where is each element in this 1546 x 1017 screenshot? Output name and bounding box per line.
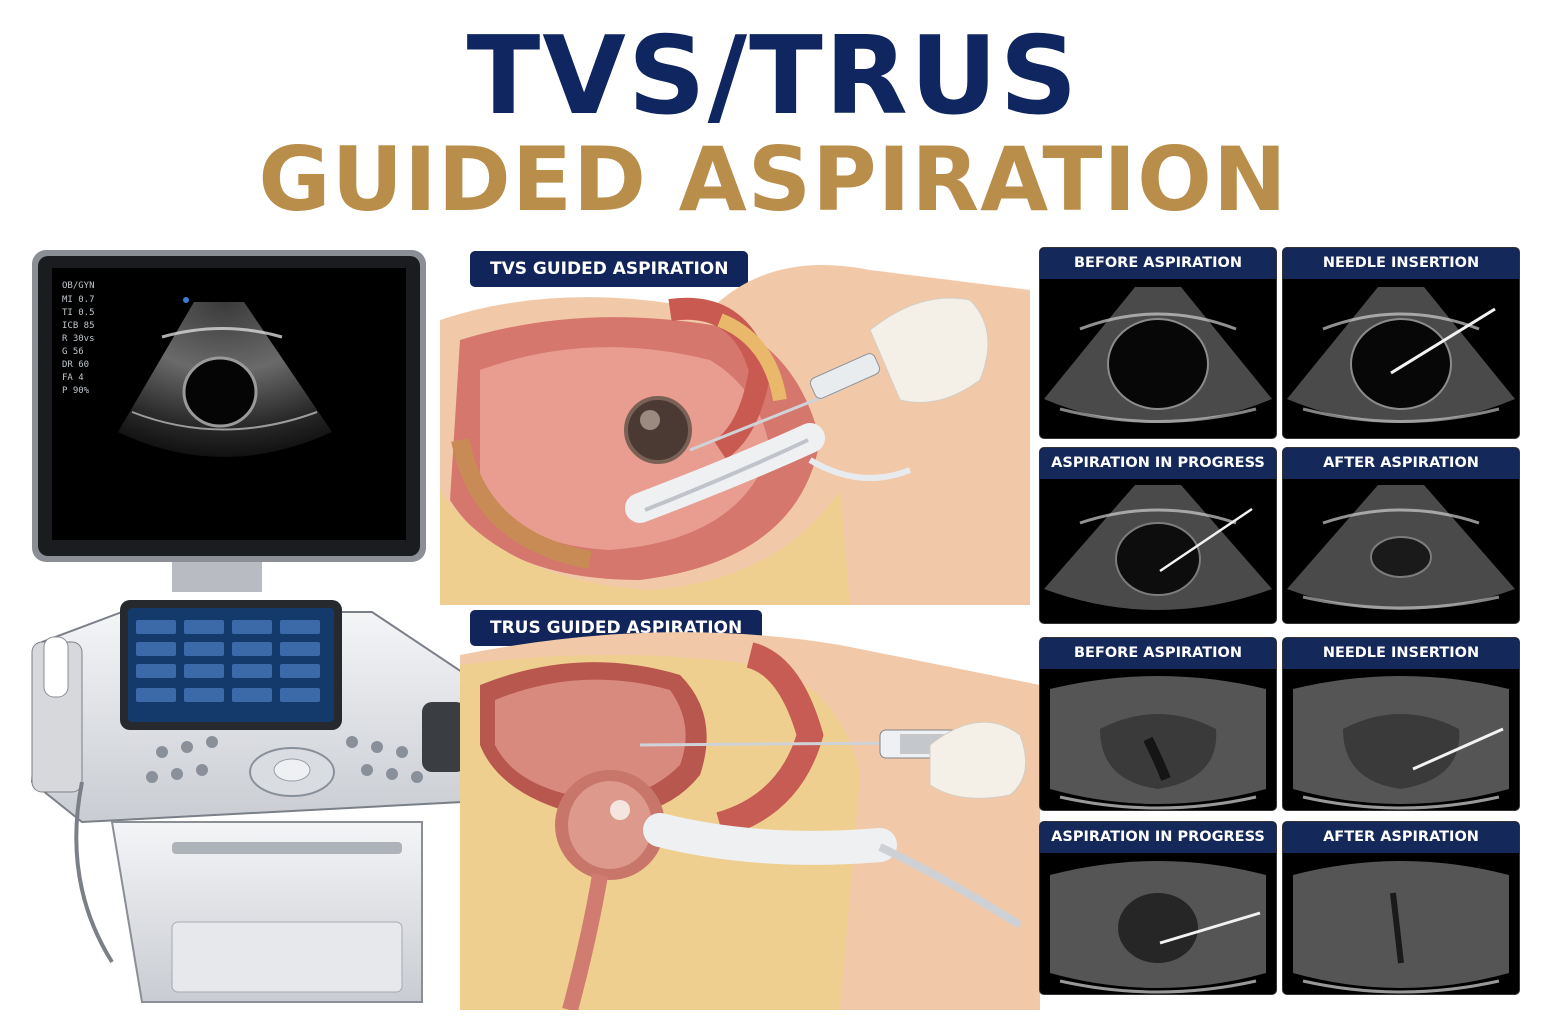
monitor-readout: G 56 bbox=[62, 347, 84, 357]
monitor-readout: P 90% bbox=[62, 386, 90, 396]
monitor-readout: DR 60 bbox=[62, 360, 90, 370]
monitor-readouts: MI 0.7 TI 0.5 ICB 85 R 30vs G 56 DR 60 F… bbox=[62, 294, 122, 398]
ultrasound-collapsed-icon bbox=[1293, 861, 1509, 994]
trus-panel-label: NEEDLE INSERTION bbox=[1283, 638, 1519, 669]
ultrasound-machine: OB/GYN MI 0.7 TI 0.5 ICB 85 R 30vs G 56 … bbox=[22, 242, 468, 1012]
page-title-line2: GUIDED ASPIRATION bbox=[258, 128, 1288, 231]
monitor-readout: R 30vs bbox=[62, 334, 95, 344]
ultrasound-prostate-icon bbox=[1050, 676, 1266, 810]
pelvic-anatomy-tvs-icon bbox=[440, 265, 1030, 605]
pelvic-anatomy-trus-icon bbox=[460, 632, 1040, 1010]
trus-anatomy-illustration bbox=[460, 625, 1040, 1010]
tvs-panel: BEFORE ASPIRATION bbox=[1040, 248, 1276, 438]
ultrasound-aspiration-icon bbox=[1050, 861, 1266, 994]
trus-panel-label: ASPIRATION IN PROGRESS bbox=[1040, 822, 1276, 853]
page-title-line1: TVS/TRUS bbox=[466, 14, 1080, 139]
ultrasound-cyst-icon bbox=[1044, 287, 1272, 423]
ultrasound-aspiration-icon bbox=[1044, 485, 1272, 610]
tvs-anatomy-illustration bbox=[440, 260, 1030, 605]
tvs-panel-label: BEFORE ASPIRATION bbox=[1040, 248, 1276, 279]
ultrasound-needle-icon bbox=[1293, 676, 1509, 810]
trus-panel: ASPIRATION IN PROGRESS bbox=[1040, 822, 1276, 994]
tvs-panel: AFTER ASPIRATION bbox=[1283, 448, 1519, 623]
ultrasound-collapsed-icon bbox=[1287, 485, 1515, 610]
trus-panel-label: AFTER ASPIRATION bbox=[1283, 822, 1519, 853]
ultrasound-needle-icon bbox=[1287, 287, 1515, 423]
tvs-panel: ASPIRATION IN PROGRESS bbox=[1040, 448, 1276, 623]
tvs-section-label: TVS GUIDED ASPIRATION bbox=[470, 251, 749, 287]
tvs-panel-label: NEEDLE INSERTION bbox=[1283, 248, 1519, 279]
monitor-readout: MI 0.7 bbox=[62, 295, 95, 305]
tvs-panel-label: ASPIRATION IN PROGRESS bbox=[1040, 448, 1276, 479]
trus-panel: BEFORE ASPIRATION bbox=[1040, 638, 1276, 810]
trus-panel: AFTER ASPIRATION bbox=[1283, 822, 1519, 994]
monitor-mode-label: OB/GYN bbox=[62, 281, 95, 291]
trus-panel: NEEDLE INSERTION bbox=[1283, 638, 1519, 810]
tvs-panel-label: AFTER ASPIRATION bbox=[1283, 448, 1519, 479]
tvs-panel: NEEDLE INSERTION bbox=[1283, 248, 1519, 438]
monitor-readout: ICB 85 bbox=[62, 321, 95, 331]
ultrasound-machine-icon bbox=[30, 250, 466, 1003]
monitor-readout: TI 0.5 bbox=[62, 308, 95, 318]
trus-panel-label: BEFORE ASPIRATION bbox=[1040, 638, 1276, 669]
monitor-readout: FA 4 bbox=[62, 373, 84, 383]
